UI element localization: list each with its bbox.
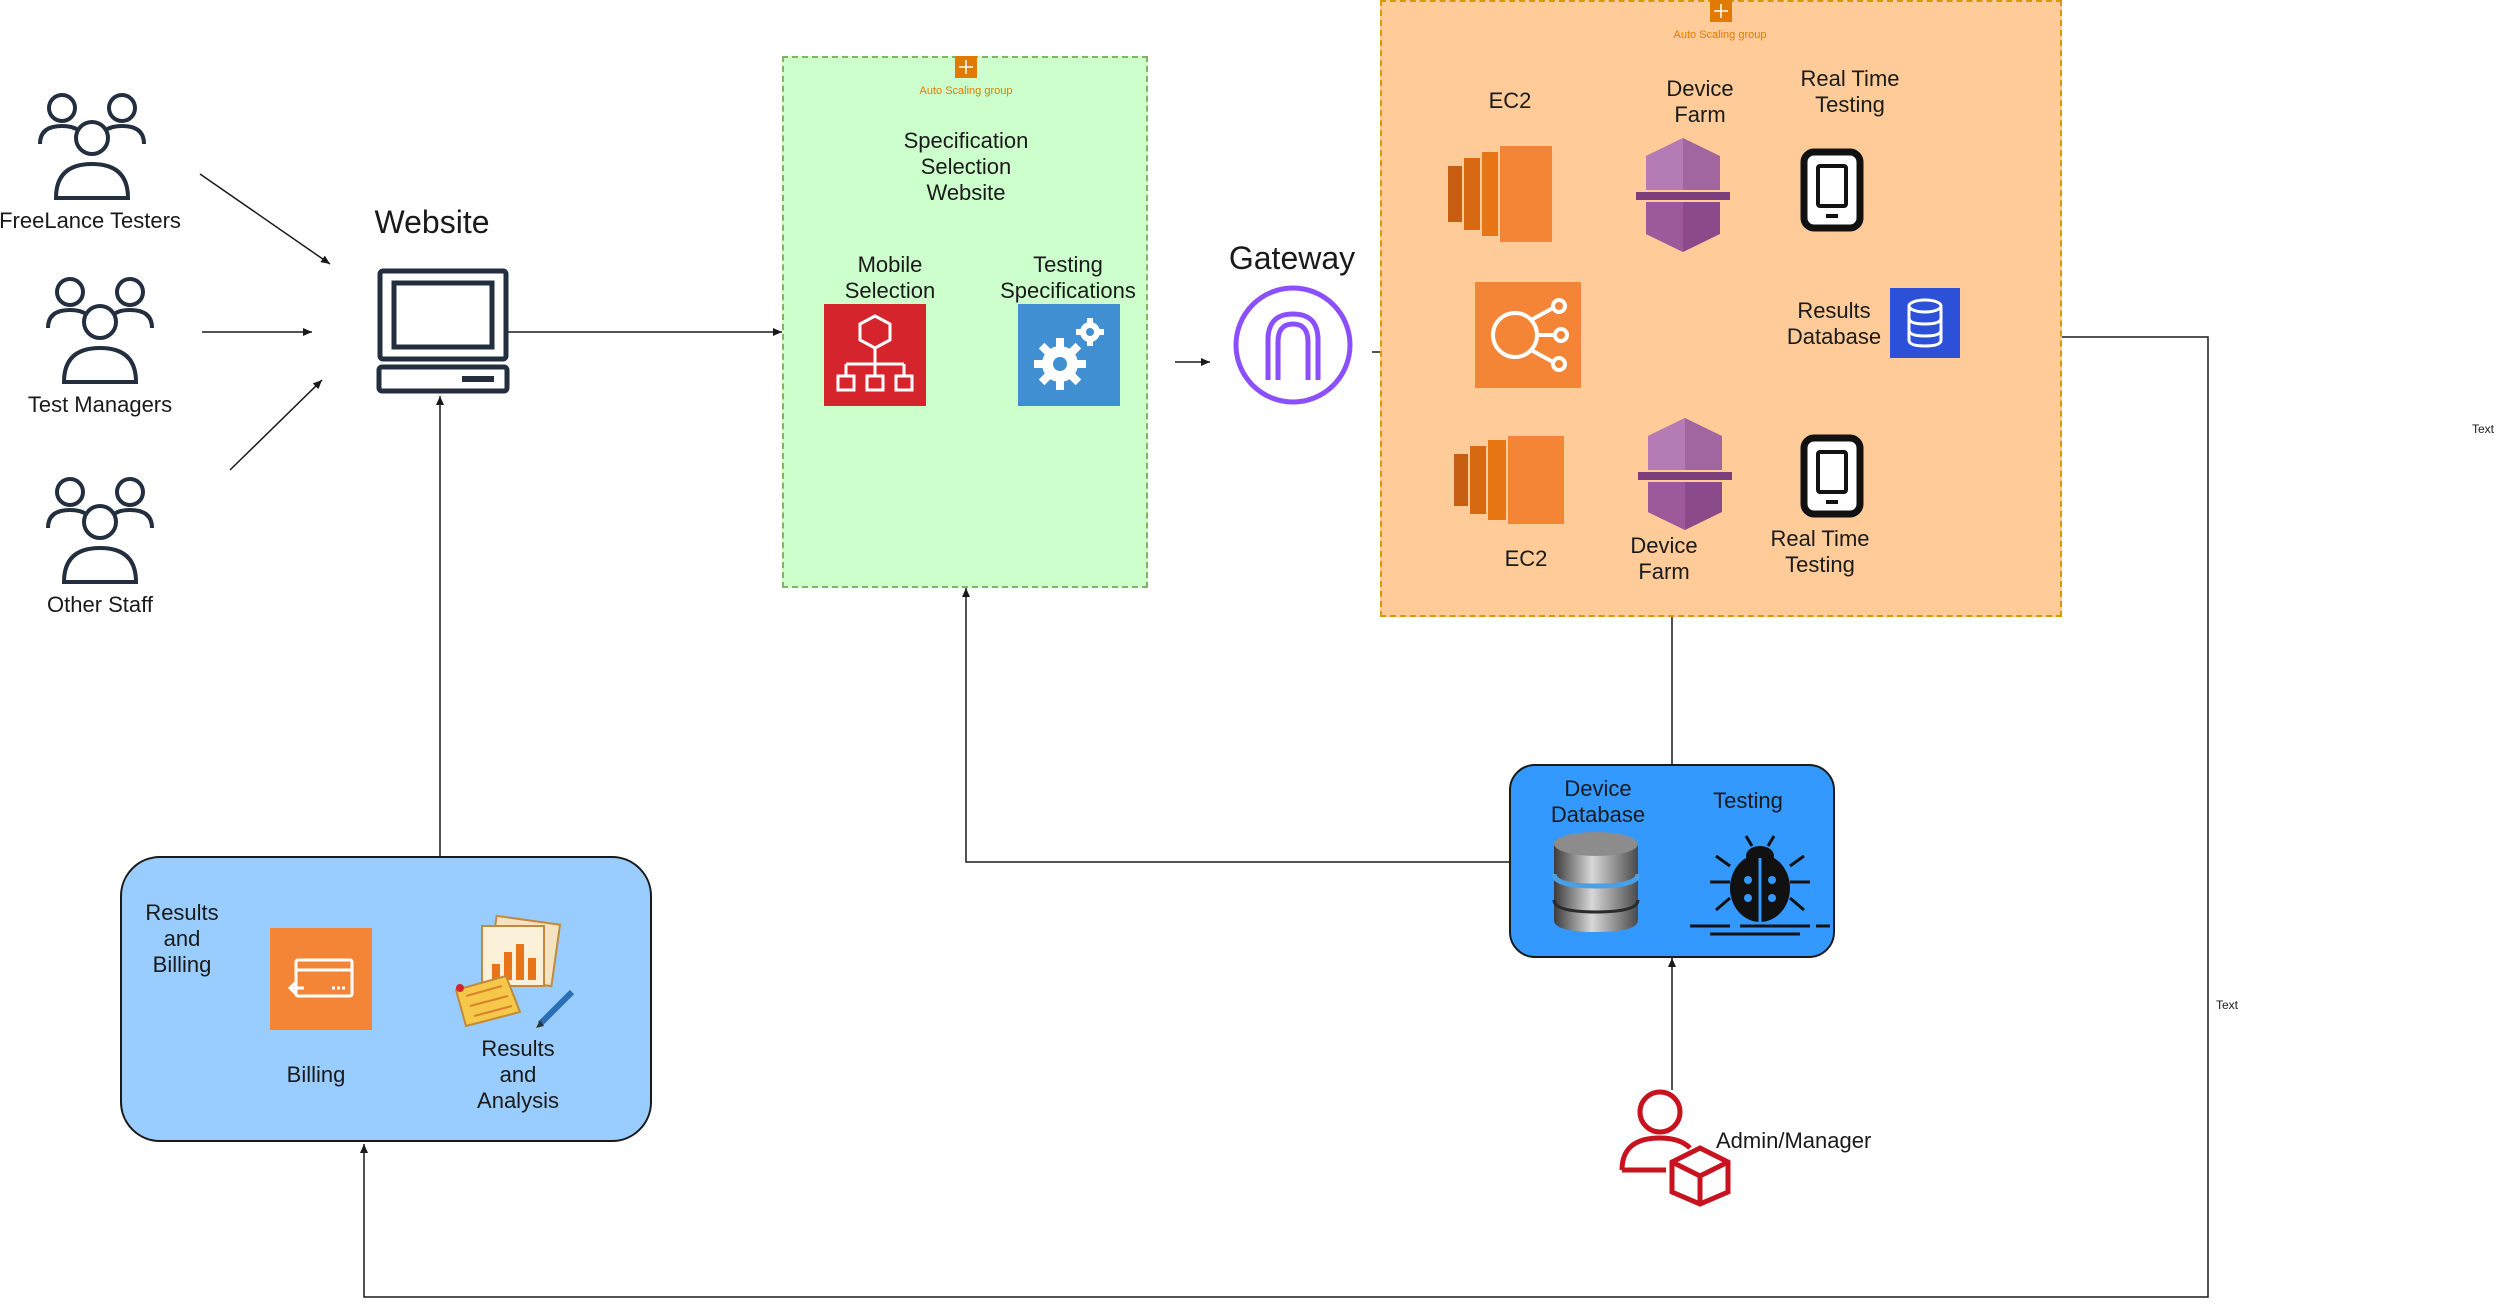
admin-label: Admin/Manager bbox=[1716, 1128, 1872, 1153]
users-icon bbox=[46, 277, 154, 384]
arrow-staff-to-website bbox=[229, 379, 323, 471]
device-farm-icon bbox=[1636, 138, 1730, 252]
gear-icon bbox=[1018, 304, 1120, 406]
rtt-bottom-label: Real Time Testing bbox=[1770, 526, 1870, 577]
website-label: Website bbox=[374, 204, 490, 240]
hierarchy-icon bbox=[824, 304, 926, 406]
rtt-top-label: Real Time Testing bbox=[1800, 66, 1900, 117]
admin-user-icon bbox=[1619, 1089, 1731, 1207]
compute-asg-label: Auto Scaling group bbox=[1673, 29, 1767, 41]
autoscaling-icon bbox=[955, 56, 977, 78]
results-db-label: Results Database bbox=[1786, 298, 1882, 349]
load-balancer-icon bbox=[1475, 282, 1581, 388]
testing-specs-label: Testing Specifications bbox=[1000, 252, 1136, 303]
database-icon bbox=[1890, 288, 1960, 358]
results-analysis-label: Results and Analysis bbox=[477, 1036, 559, 1113]
device-farm-bottom-label: Device Farm bbox=[1630, 533, 1698, 584]
arrow-devicedb-to-spec bbox=[962, 588, 1509, 863]
ec2-top-label: EC2 bbox=[1488, 88, 1532, 113]
spec-asg-label: Auto Scaling group bbox=[919, 85, 1013, 97]
users-icon bbox=[46, 477, 154, 584]
bug-icon bbox=[1690, 835, 1830, 936]
user-label-freelance: FreeLance Testers bbox=[0, 208, 181, 233]
autoscaling-icon bbox=[1710, 0, 1732, 22]
mobile-device-icon bbox=[1800, 434, 1864, 518]
ec2-icon bbox=[1448, 146, 1552, 242]
analysis-chart-icon bbox=[454, 914, 575, 1028]
gateway-label: Gateway bbox=[1228, 240, 1356, 276]
billing-icon bbox=[270, 928, 372, 1030]
user-label-managers: Test Managers bbox=[27, 392, 173, 417]
billing-label: Billing bbox=[286, 1062, 346, 1087]
device-farm-top-label: Device Farm bbox=[1666, 76, 1734, 127]
mobile-selection-label: Mobile Selection bbox=[844, 252, 936, 303]
spec-group-title: Specification Selection Website bbox=[903, 128, 1029, 205]
text-line: Text bbox=[2216, 998, 2239, 1012]
mobile-device-icon bbox=[1800, 148, 1864, 232]
testing-label: Testing bbox=[1713, 788, 1783, 813]
device-db-label: Device Database bbox=[1550, 776, 1646, 827]
user-label-staff: Other Staff bbox=[47, 592, 153, 617]
users-icon bbox=[38, 93, 146, 200]
ec2-icon bbox=[1454, 436, 1564, 524]
text-right: Text bbox=[2472, 422, 2495, 436]
computer-icon bbox=[376, 268, 510, 394]
device-farm-icon bbox=[1638, 418, 1732, 530]
line-resultsdb-to-billing bbox=[360, 336, 2209, 1298]
ec2-bottom-label: EC2 bbox=[1504, 546, 1548, 571]
api-gateway-icon bbox=[1233, 285, 1353, 405]
arrow-freelance-to-website bbox=[199, 173, 331, 265]
results-billing-title: Results and Billing bbox=[145, 900, 219, 977]
database-cylinder-icon bbox=[1551, 832, 1641, 932]
